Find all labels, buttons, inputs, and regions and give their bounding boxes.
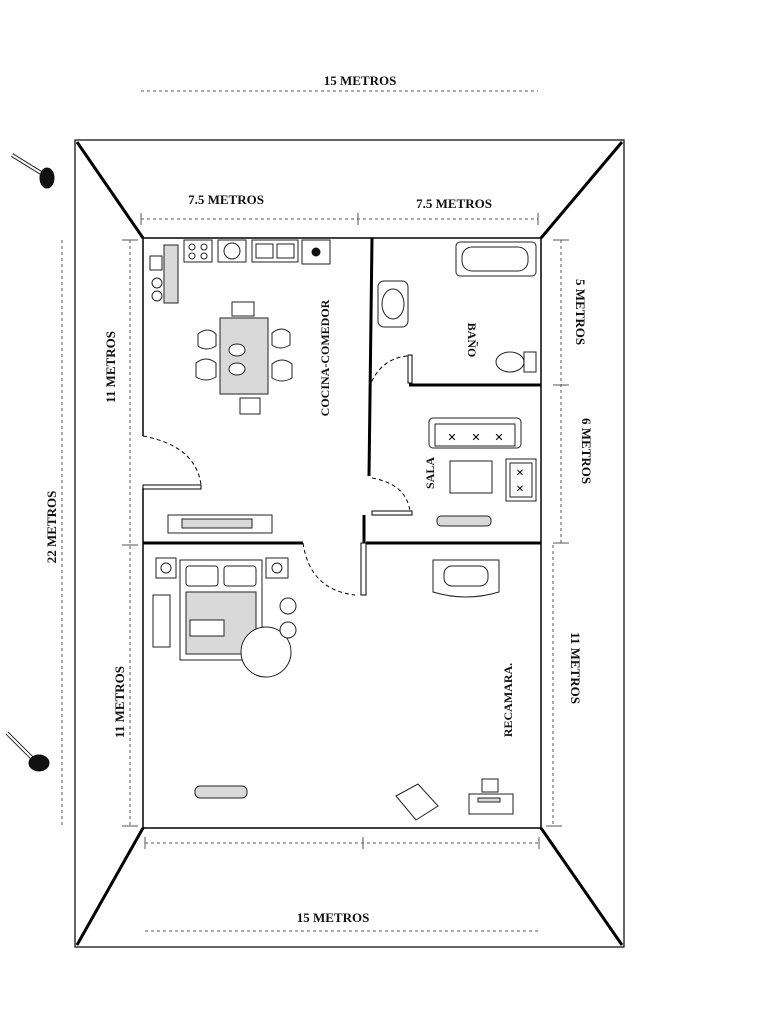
armchair: ✕ ✕ bbox=[505, 458, 537, 502]
bedroom-tv bbox=[194, 785, 248, 799]
kitchen-counter bbox=[149, 239, 331, 304]
dim-top-left: 7.5 METROS bbox=[188, 192, 264, 207]
dim-right-lower: 11 METROS bbox=[568, 632, 583, 704]
dim-right-sala: 6 METROS bbox=[579, 418, 594, 484]
room-label-kitchen: COCINA-COMEDOR bbox=[318, 299, 332, 416]
room-label-bath: BAÑO bbox=[465, 323, 479, 358]
dim-left-lower: 11 METROS bbox=[112, 666, 127, 738]
svg-text:✕: ✕ bbox=[447, 431, 456, 444]
svg-text:✕: ✕ bbox=[471, 431, 480, 444]
dining-table bbox=[195, 301, 293, 415]
nightstands bbox=[155, 557, 289, 579]
door-swings bbox=[142, 355, 411, 596]
recamara-armchair bbox=[432, 559, 500, 598]
dim-left-upper: 11 METROS bbox=[103, 331, 118, 403]
dim-right-bath: 5 METROS bbox=[573, 279, 588, 345]
toilet bbox=[495, 351, 537, 373]
house-walls bbox=[142, 237, 542, 829]
dim-left-total: 22 METROS bbox=[44, 491, 59, 564]
lounge-chair bbox=[395, 783, 439, 821]
svg-text:✕: ✕ bbox=[516, 484, 524, 495]
room-label-living: SALA bbox=[423, 457, 437, 489]
tv-console bbox=[167, 514, 273, 534]
bath-sink bbox=[377, 280, 409, 328]
dim-top-right: 7.5 METROS bbox=[416, 196, 492, 211]
svg-text:✕: ✕ bbox=[516, 468, 524, 479]
bathtub bbox=[455, 241, 537, 277]
desk bbox=[468, 778, 514, 815]
living-tv bbox=[436, 515, 492, 527]
dim-top-total: 15 METROS bbox=[324, 73, 397, 88]
round-table bbox=[240, 597, 297, 678]
street-lamp-icon bbox=[5, 731, 50, 772]
street-lamp-icon bbox=[10, 153, 55, 189]
coffee-table bbox=[449, 460, 493, 494]
bedroom-bench bbox=[152, 594, 171, 648]
living-sofa: ✕ ✕ ✕ bbox=[428, 417, 522, 449]
dimension-lines bbox=[61, 90, 569, 932]
svg-text:✕: ✕ bbox=[494, 431, 503, 444]
room-label-bedroom: RECAMARA. bbox=[501, 663, 515, 737]
dim-bottom-total: 15 METROS bbox=[297, 910, 370, 925]
lot-boundary bbox=[74, 139, 625, 948]
